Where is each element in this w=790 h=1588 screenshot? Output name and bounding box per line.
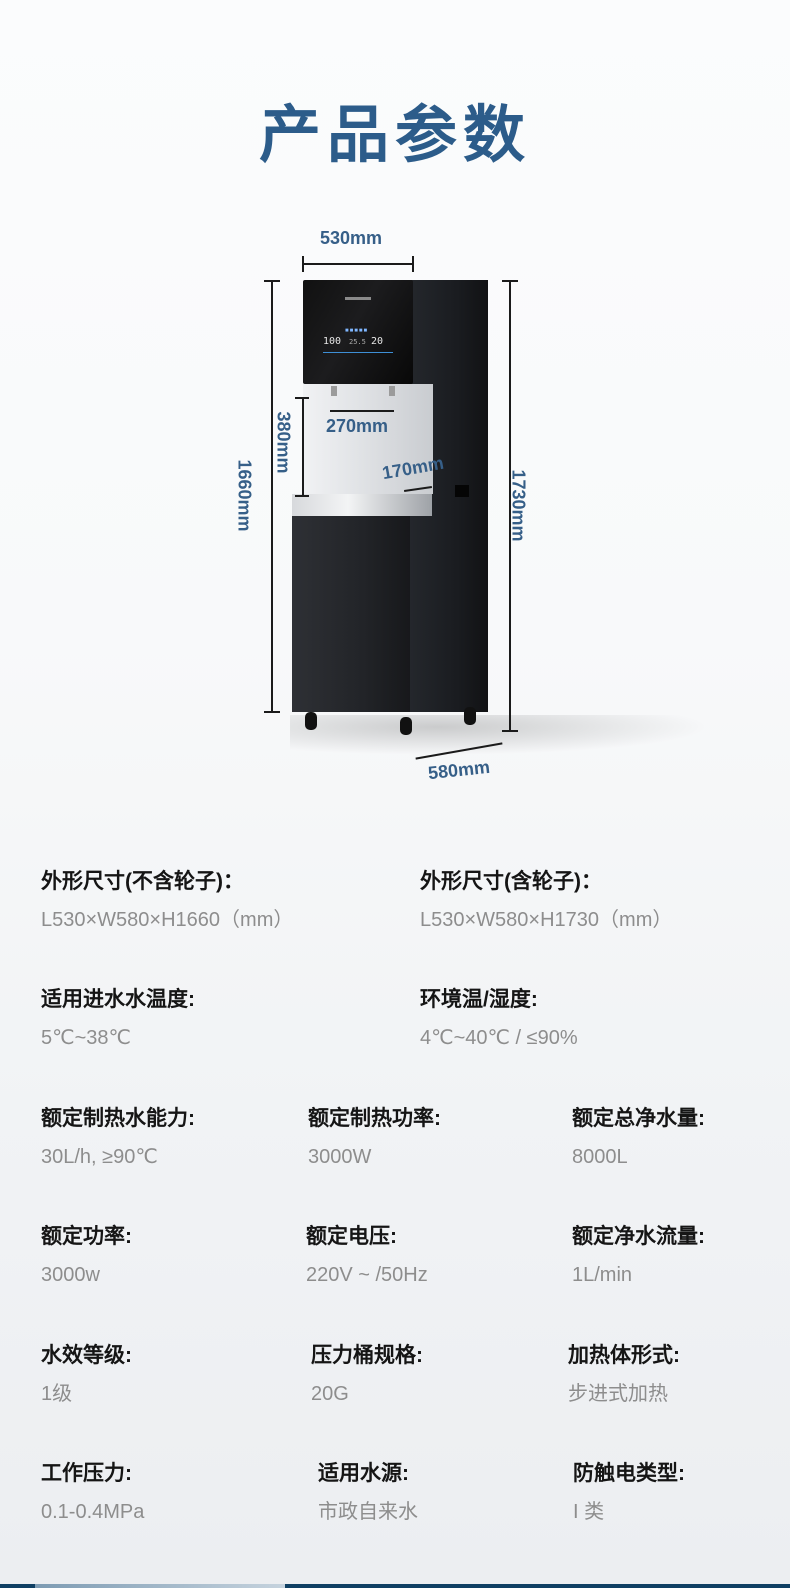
spec-label: 环境温/湿度:	[420, 988, 538, 1011]
spec-item: 额定制热水能力: 30L/h, ≥90℃	[41, 1105, 195, 1170]
spec-label: 工作压力:	[41, 1462, 132, 1485]
spec-item: 额定制热功率: 3000W	[308, 1105, 441, 1170]
spec-item: 适用水源: 市政自来水	[318, 1460, 418, 1525]
spec-label: 额定总净水量:	[572, 1107, 705, 1130]
dim-tap-spacing: 270mm	[326, 416, 389, 436]
spec-item: 外形尺寸(含轮子)： L530×W580×H1730（mm）	[420, 868, 672, 933]
wheel-icon	[400, 717, 412, 735]
spec-item: 防触电类型: I 类	[573, 1460, 685, 1525]
dim-tick	[502, 280, 518, 282]
spec-item: 外形尺寸(不含轮子)： L530×W580×H1660（mm）	[41, 868, 293, 933]
dim-tick	[295, 495, 309, 497]
dim-line	[302, 263, 414, 265]
brand-logo	[345, 297, 371, 300]
spec-label: 额定制热功率:	[308, 1107, 441, 1130]
dim-body-height-no-wheels: 1660mm	[234, 459, 255, 532]
dim-top-width: 530mm	[320, 228, 383, 248]
spec-item: 额定净水流量: 1L/min	[572, 1223, 705, 1288]
dim-tick	[264, 711, 280, 713]
hot-tap-icon	[331, 386, 337, 396]
spec-item: 压力桶规格: 20G	[311, 1342, 423, 1407]
spec-label: 额定电压:	[306, 1225, 397, 1248]
spec-item: 适用进水水温度: 5℃~38℃	[41, 986, 195, 1051]
spec-value: 3000W	[308, 1146, 372, 1168]
spec-value: L530×W580×H1660（mm）	[41, 909, 294, 931]
spec-value: 4℃~40℃ / ≤90%	[420, 1027, 578, 1049]
dim-dispense-height: 380mm	[273, 411, 294, 474]
spec-label: 外形尺寸(含轮子)：	[420, 870, 602, 893]
hot-temp-display: 100	[323, 336, 342, 347]
spec-label: 加热体形式:	[568, 1344, 680, 1367]
dim-body-height-with-wheels: 1730mm	[508, 469, 529, 542]
dim-depth: 580mm	[427, 756, 491, 784]
spec-item: 额定功率: 3000w	[41, 1223, 132, 1288]
dim-tick	[412, 256, 414, 272]
dim-line	[509, 280, 511, 732]
spec-value: 1L/min	[572, 1264, 633, 1286]
page-title: 产品参数	[258, 101, 531, 170]
spec-value: 5℃~38℃	[41, 1027, 131, 1049]
drip-tray	[292, 494, 432, 516]
spec-label: 适用进水水温度:	[41, 988, 195, 1011]
control-panel: ■■■■■ 100 25.5 20	[303, 280, 413, 384]
dim-line	[271, 280, 273, 713]
dim-tick	[295, 397, 309, 399]
spec-value: L530×W580×H1730（mm）	[420, 909, 673, 931]
lower-cabinet	[292, 516, 410, 712]
floor-shadow	[290, 715, 710, 755]
spec-label: 水效等级:	[41, 1344, 132, 1367]
spec-item: 加热体形式: 步进式加热	[568, 1342, 680, 1407]
wheel-icon	[464, 707, 476, 725]
spec-label: 适用水源:	[318, 1462, 409, 1485]
wheel-icon	[305, 712, 317, 730]
side-vent-icon	[455, 485, 469, 497]
spec-value: 20G	[311, 1383, 349, 1405]
spec-label: 额定净水流量:	[572, 1225, 705, 1248]
spec-label: 外形尺寸(不含轮子)：	[41, 870, 244, 893]
spec-item: 环境温/湿度: 4℃~40℃ / ≤90%	[420, 986, 578, 1051]
center-reading-display: 25.5	[349, 338, 366, 346]
spec-value: 8000L	[572, 1146, 628, 1168]
panel-status-bar	[323, 352, 393, 353]
spec-label: 额定功率:	[41, 1225, 132, 1248]
spec-item: 额定电压: 220V ~ /50Hz	[306, 1223, 428, 1288]
spec-label: 额定制热水能力:	[41, 1107, 195, 1130]
spec-value: 0.1-0.4MPa	[41, 1501, 145, 1523]
spec-value: 1级	[41, 1383, 73, 1405]
spec-item: 额定总净水量: 8000L	[572, 1105, 705, 1170]
cold-tap-icon	[389, 386, 395, 396]
dim-tick	[264, 280, 280, 282]
dim-line	[330, 410, 394, 412]
spec-value: 220V ~ /50Hz	[306, 1264, 428, 1286]
spec-label: 防触电类型:	[573, 1462, 685, 1485]
dim-tick	[502, 730, 518, 732]
spec-item: 水效等级: 1级	[41, 1342, 132, 1407]
bottom-divider-accent	[35, 1584, 285, 1588]
dispense-area	[303, 384, 433, 494]
dim-tick	[302, 256, 304, 272]
spec-label: 压力桶规格:	[311, 1344, 423, 1367]
panel-indicator: ■■■■■	[345, 328, 369, 334]
product-dimension-figure: ■■■■■ 100 25.5 20 530mm 1660mm 380mm 270…	[0, 220, 790, 820]
spec-item: 工作压力: 0.1-0.4MPa	[41, 1460, 144, 1525]
spec-value: 3000w	[41, 1264, 100, 1286]
spec-value: 30L/h, ≥90℃	[41, 1146, 158, 1168]
cold-temp-display: 20	[371, 336, 384, 347]
spec-value: 市政自来水	[318, 1501, 418, 1523]
bottom-divider	[0, 1584, 790, 1588]
spec-value: 步进式加热	[568, 1383, 668, 1405]
spec-value: I 类	[573, 1501, 605, 1523]
dim-line	[302, 397, 304, 497]
